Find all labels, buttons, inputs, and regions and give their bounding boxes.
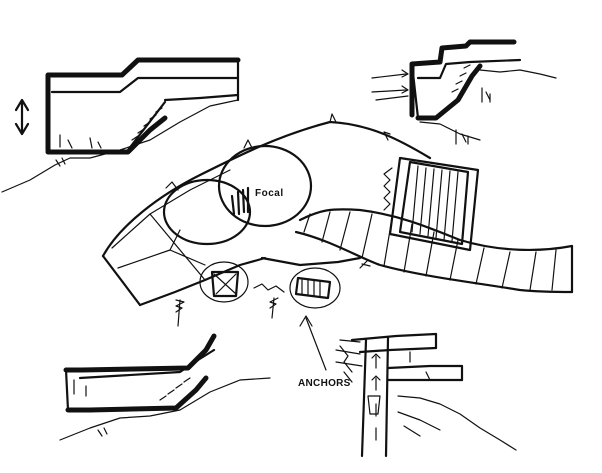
building-plan: Focal xyxy=(101,113,574,327)
focal-label: Focal xyxy=(255,188,284,199)
focal-hatch-icon xyxy=(230,186,250,216)
anchors-callout: ANCHORS xyxy=(298,315,351,389)
section-sketch-bottom-left xyxy=(59,333,271,441)
section-sketch-bottom-right xyxy=(335,332,517,458)
section-sketch-top-right xyxy=(371,39,557,145)
double-arrow-icon xyxy=(14,98,30,136)
anchors-label: ANCHORS xyxy=(298,378,351,389)
section-sketch-top-left xyxy=(1,57,241,193)
